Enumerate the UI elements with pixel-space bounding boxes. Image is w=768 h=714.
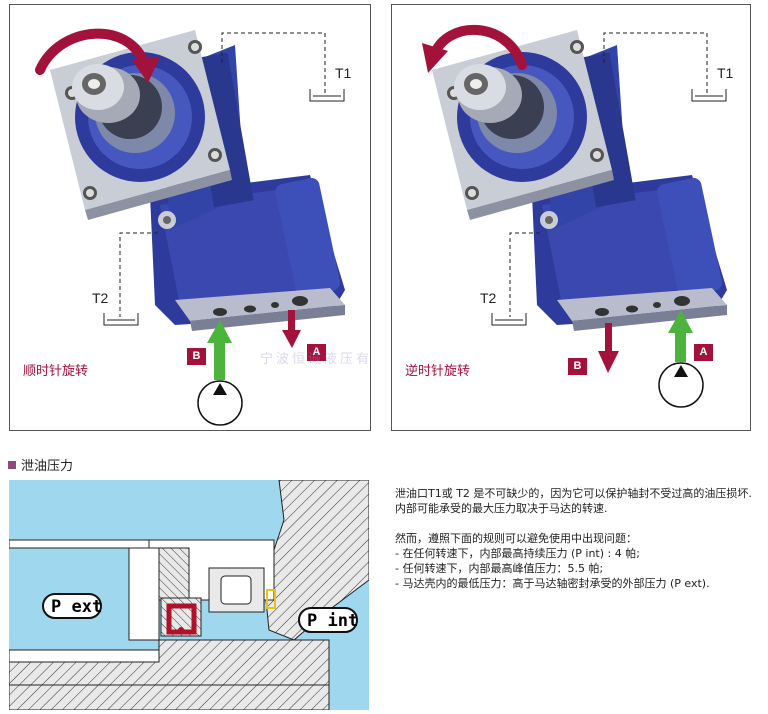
desc-paragraph-2: 内部可能承受的最大压力取决于马达的转速.: [395, 502, 608, 515]
port-b-badge: B: [568, 358, 587, 375]
t2-label: T2: [92, 290, 109, 306]
direction-label: 顺时针旋转: [23, 364, 89, 379]
shaft-seal-figure: P ext P int: [9, 480, 369, 710]
port-a-badge: A: [694, 344, 713, 361]
port-b-badge: B: [187, 348, 206, 365]
bullet-square-icon: [8, 460, 16, 469]
seal-cross-section-drawing: P ext P int: [9, 480, 369, 710]
section-title: 泄油压力: [8, 455, 73, 474]
direction-label: 逆时针旋转: [405, 364, 471, 379]
drain-pressure-description: 泄油口T1或 T2 是不可缺少的，因为它可以保护轴封不受过高的油压损坏. 内部可…: [395, 486, 761, 591]
p-int-label: P int: [307, 611, 358, 631]
rule-item: - 任何转速下，内部最高峰值压力：5.5 帕;: [395, 562, 604, 575]
desc-paragraph-1: 泄油口T1或 T2 是不可缺少的，因为它可以保护轴封不受过高的油压损坏.: [395, 487, 752, 500]
t1-label: T1: [335, 65, 352, 81]
desc-paragraph-3: 然而，遵照下面的规则可以避免使用中出现问题：: [395, 532, 637, 545]
rule-item: - 马达壳内的最低压力：高于马达轴密封承受的外部压力 (P ext).: [395, 577, 710, 590]
port-a-badge: A: [307, 344, 326, 361]
rule-item: - 在任何转速下，内部最高持续压力 (P int) : 4 帕;: [395, 547, 640, 560]
counterclockwise-panel: T1 T2 B A 逆时针旋转: [391, 4, 751, 431]
t1-label: T1: [717, 65, 734, 81]
section-title-text: 泄油压力: [21, 459, 74, 474]
motor-illustration-counterclockwise: T1 T2: [422, 24, 734, 408]
t2-label: T2: [480, 290, 497, 306]
motor-illustration-clockwise: T1 T2: [35, 28, 352, 426]
clockwise-panel: T1 T2 B A 顺时针旋转 宁波恒诚液压有限公司: [9, 4, 371, 431]
watermark: 宁波恒诚液压有限公司: [260, 352, 371, 367]
p-ext-label: P ext: [51, 597, 102, 617]
